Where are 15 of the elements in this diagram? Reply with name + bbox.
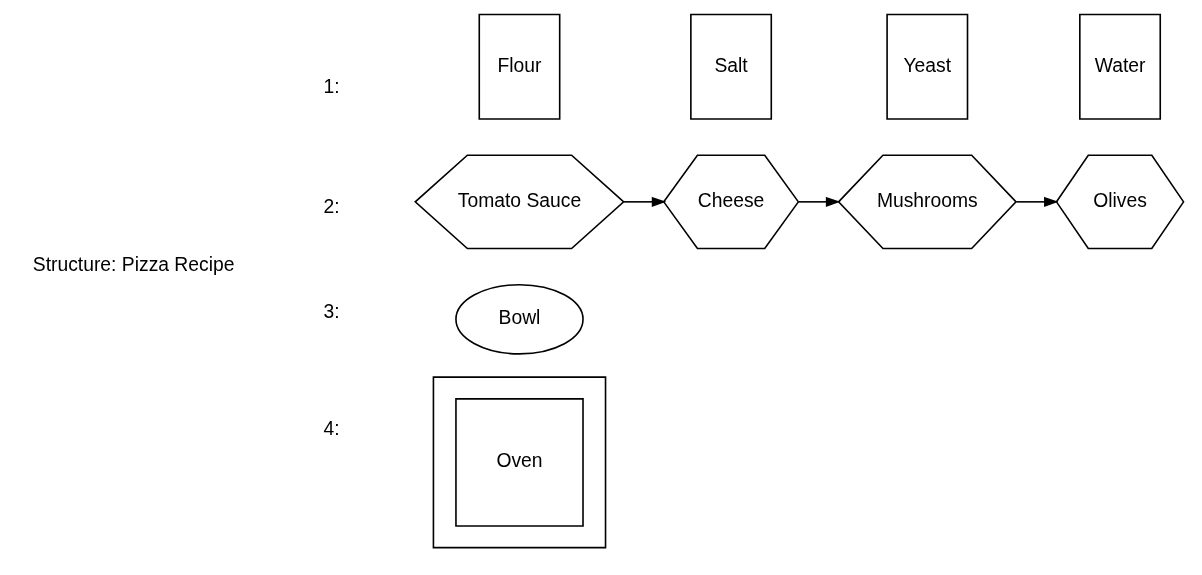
node-ellipse: Bowl [454, 283, 584, 355]
node-box: Water [1078, 13, 1161, 120]
node-box: Oven [454, 398, 584, 527]
node-box: Flour [477, 13, 560, 120]
arrow [797, 196, 840, 207]
arrow [622, 196, 666, 207]
label: 4: [322, 418, 340, 440]
label: Structure: Pizza Recipe [32, 254, 234, 276]
label: 2: [322, 196, 340, 218]
cluster [432, 376, 606, 549]
label: 3: [322, 300, 340, 322]
node-box: Yeast [885, 13, 968, 120]
node-box: Salt [689, 13, 772, 120]
arrow [1015, 196, 1059, 207]
label: 1: [322, 75, 340, 97]
